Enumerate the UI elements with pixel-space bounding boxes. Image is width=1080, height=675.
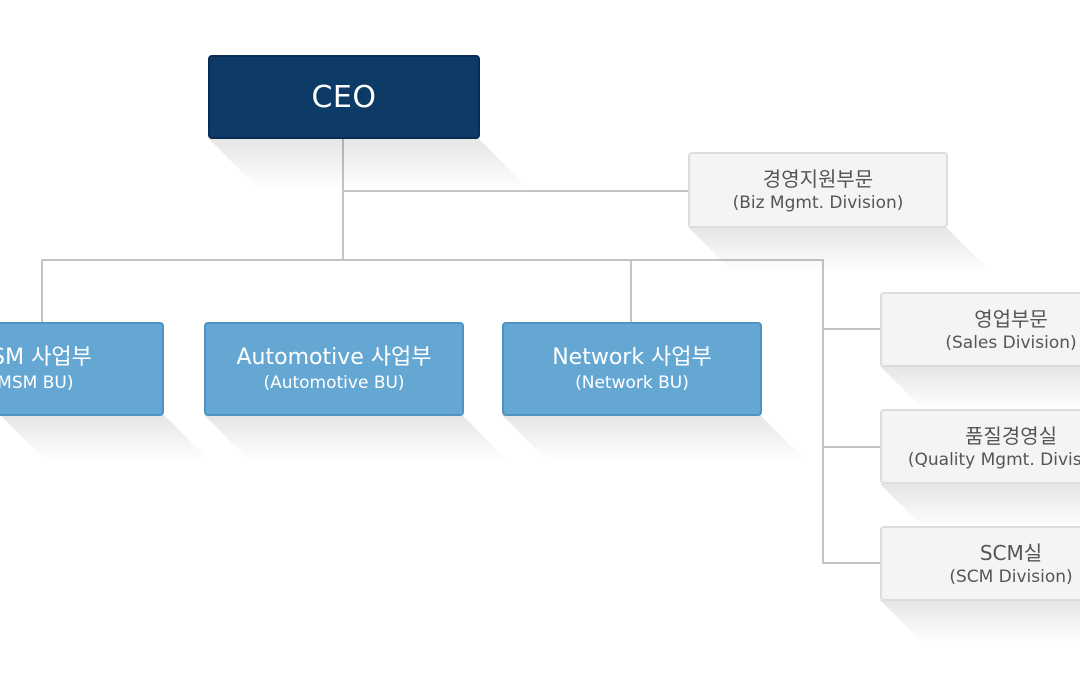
scm-division-subtitle: (SCM Division) [949,566,1073,587]
sales-division-box: 영업부문 (Sales Division) [880,292,1080,367]
connector-sales [822,328,882,330]
connector-ceo-trunk [342,138,344,260]
sales-shadow [880,366,1080,410]
connector-bu-bar [41,259,824,261]
automotive-bu-subtitle: (Automotive BU) [263,373,405,393]
scm-division-box: SCM실 (SCM Division) [880,526,1080,601]
ceo-title: CEO [311,79,377,115]
automotive-bu-title: Automotive 사업부 [236,345,432,370]
biz-mgmt-division-title: 경영지원부문 [762,167,874,191]
connector-scm [822,562,882,564]
msm-bu-box: MSM 사업부 (MSM BU) [0,322,164,416]
network-bu-title: Network 사업부 [552,345,712,370]
connector-staff-branch [342,190,690,192]
ceo-box: CEO [208,55,480,139]
scm-shadow [880,600,1080,644]
msm-bu-subtitle: (MSM BU) [0,373,74,393]
quality-division-subtitle: (Quality Mgmt. Division) [907,449,1080,470]
automotive-shadow [204,415,508,461]
connector-drop-network [630,259,632,322]
biz-mgmt-division-subtitle: (Biz Mgmt. Division) [732,193,904,213]
connector-quality [822,446,882,448]
connector-drop-msm [41,259,43,322]
quality-division-box: 품질경영실 (Quality Mgmt. Division) [880,409,1080,484]
network-shadow [502,415,806,461]
scm-division-title: SCM실 [979,540,1043,565]
msm-shadow [0,415,210,461]
ceo-shadow [208,138,530,190]
biz-mgmt-division-box: 경영지원부문 (Biz Mgmt. Division) [688,152,948,228]
quality-division-title: 품질경영실 [965,423,1057,448]
sales-division-subtitle: (Sales Division) [945,332,1077,353]
network-bu-box: Network 사업부 (Network BU) [502,322,762,416]
quality-shadow [880,484,1080,528]
sales-division-title: 영업부문 [974,306,1048,331]
network-bu-subtitle: (Network BU) [575,373,689,393]
automotive-bu-box: Automotive 사업부 (Automotive BU) [204,322,464,416]
connector-division-spine [822,259,824,564]
staff-shadow [688,227,992,273]
msm-bu-title: MSM 사업부 [0,345,92,370]
